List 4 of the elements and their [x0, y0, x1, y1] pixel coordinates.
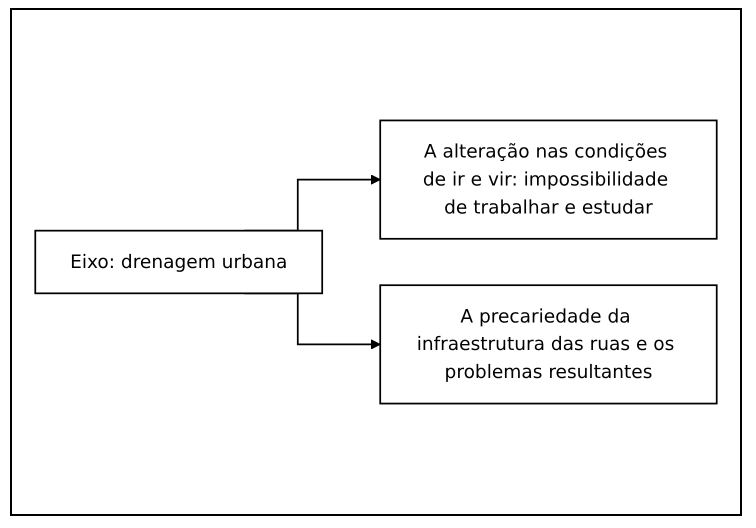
node-box	[379, 120, 718, 240]
node-box	[34, 230, 324, 294]
node-box	[379, 284, 718, 404]
diagram-frame: Eixo: drenagem urbana A alteração nas condições de ir e vir: impossibilidade de trabalhar e estudar A precariedade da infraestrutura das ruas e os problemas resultantes	[10, 8, 742, 516]
